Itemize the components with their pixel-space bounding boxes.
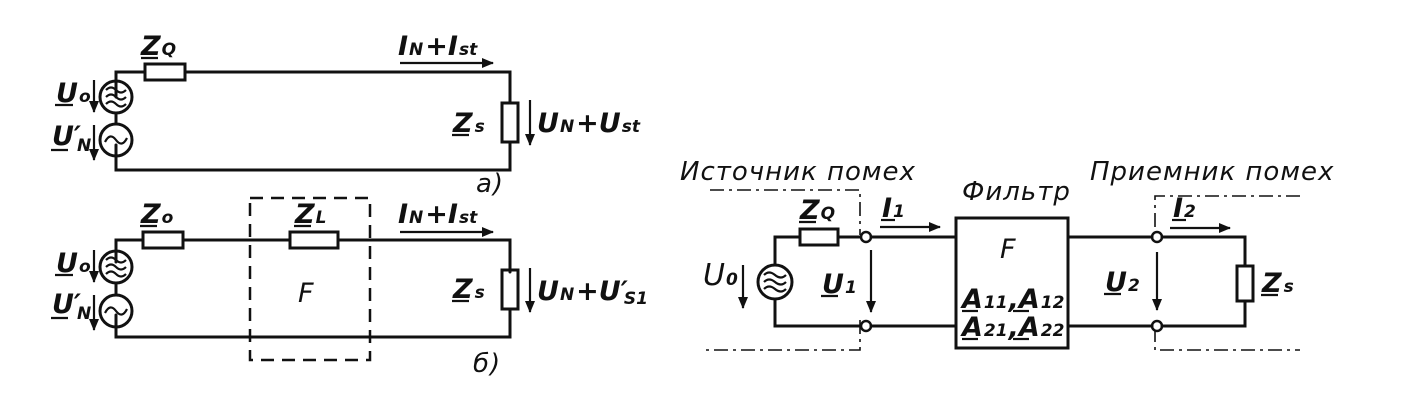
a-current-label: IN+Ist xyxy=(398,31,478,62)
a-noise-sine-icon xyxy=(104,135,128,145)
source-impedance-label: ZQ xyxy=(799,195,835,226)
a-source-impedance-resistor xyxy=(143,62,187,82)
b-noise-sine-icon xyxy=(104,306,128,316)
a-top-wire xyxy=(114,70,512,105)
receiver-title: Приемник помех xyxy=(1090,157,1334,187)
load-wire xyxy=(1160,235,1247,328)
receiver-boundary xyxy=(1154,195,1300,351)
filter-block xyxy=(954,216,1070,350)
a-load-voltage-label: UN+Ust xyxy=(537,108,641,139)
output-current-label: I2 xyxy=(1173,193,1196,224)
source-title: Источник помех xyxy=(680,157,916,187)
b-top-wire xyxy=(114,238,512,274)
b-filter-impedance-resistor xyxy=(288,230,340,250)
b-caption: б) xyxy=(473,349,501,379)
b-source-impedance-label: Zo xyxy=(140,199,174,230)
source-wavy-lines-icon xyxy=(763,271,787,293)
a-noise-voltage-label: U′N xyxy=(52,121,91,156)
b-noise-voltage-label: U′N xyxy=(52,289,91,324)
b-bottom-wire xyxy=(114,307,512,339)
a-source-wavy-lines-icon xyxy=(105,86,127,108)
load-impedance-resistor xyxy=(1235,264,1255,303)
source-impedance-resistor xyxy=(798,227,840,247)
b-filter-label: F xyxy=(298,278,314,309)
b-source-voltage-label: Uo xyxy=(56,248,91,279)
b-filter-impedance-label: ZL xyxy=(294,199,326,230)
b-filter-box xyxy=(248,196,372,362)
b-current-label: IN+Ist xyxy=(398,199,478,230)
output-voltage-label: U2 xyxy=(1105,267,1140,298)
source-boundary xyxy=(705,189,861,351)
source-generator-icon xyxy=(756,263,794,301)
a-source-voltage-label: Uo xyxy=(56,78,91,109)
diagram-filter-two-port: Источник помех Фильтр Приемник помех U0 … xyxy=(680,157,1334,351)
filter-params-row1: A11,A12 xyxy=(960,284,1064,315)
input-current-label: I1 xyxy=(882,193,905,224)
b-source-wavy-lines-icon xyxy=(105,256,127,278)
filter-params-row2: A21,A22 xyxy=(960,312,1064,343)
filter-output-wires xyxy=(1066,235,1154,328)
a-caption: a) xyxy=(476,169,504,199)
filter-block-label: F xyxy=(1000,234,1016,265)
input-voltage-label: U1 xyxy=(822,269,857,300)
source-voltage-label: U0 xyxy=(703,258,738,293)
b-source-impedance-resistor xyxy=(141,230,185,250)
filter-input-wires xyxy=(869,235,958,328)
a-bottom-wire xyxy=(114,140,512,172)
b-load-impedance-resistor xyxy=(500,268,520,311)
b-load-voltage-label: UN+U′S1 xyxy=(537,276,648,309)
a-load-impedance-resistor xyxy=(500,101,520,144)
filter-title: Фильтр xyxy=(962,177,1071,207)
a-source-impedance-label: ZQ xyxy=(140,31,176,62)
